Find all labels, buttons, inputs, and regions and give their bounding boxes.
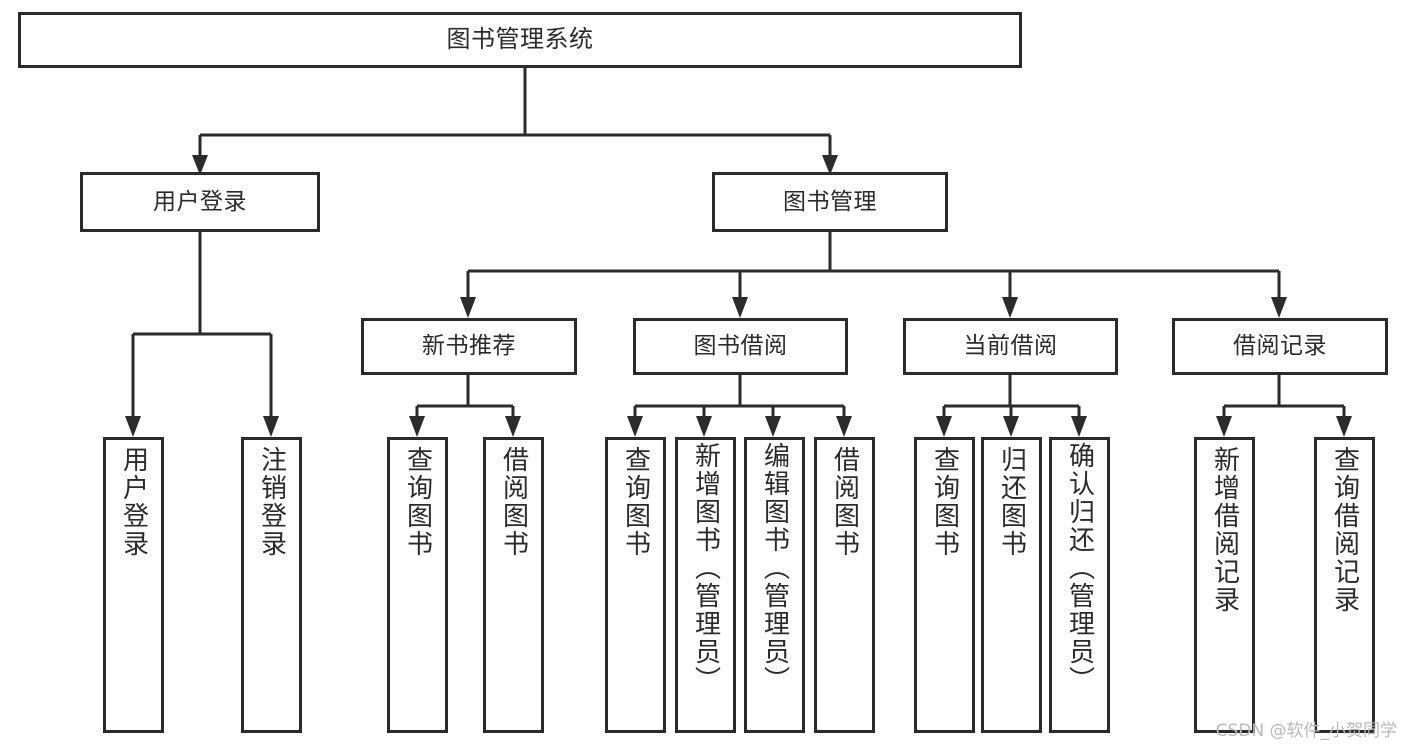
leaf-query-book-current[interactable]: 查询图书 [914, 437, 975, 733]
node-label: 图书管理系统 [446, 25, 594, 54]
node-root-book-management-system[interactable]: 图书管理系统 [18, 12, 1022, 68]
leaf-query-borrow-record[interactable]: 查询借阅记录 [1314, 437, 1375, 733]
node-label: 查询借阅记录 [1329, 446, 1360, 614]
node-label: 确认归还（管理员） [1064, 442, 1095, 694]
node-label: 用户登录 [153, 188, 247, 215]
node-label: 新增借阅记录 [1209, 446, 1240, 614]
node-label: 注销登录 [256, 446, 287, 558]
node-label: 新增图书（管理员） [690, 442, 721, 694]
node-current-borrow[interactable]: 当前借阅 [903, 318, 1118, 375]
node-label: 新书推荐 [422, 333, 516, 360]
node-label: 借阅记录 [1233, 333, 1327, 360]
node-user-login[interactable]: 用户登录 [80, 172, 320, 232]
leaf-query-book-recommend[interactable]: 查询图书 [387, 437, 448, 733]
node-label: 图书管理 [783, 188, 877, 215]
leaf-user-login[interactable]: 用户登录 [103, 437, 164, 733]
node-label: 查询图书 [402, 446, 433, 558]
node-label: 借阅图书 [829, 446, 860, 558]
leaf-edit-book-admin[interactable]: 编辑图书（管理员） [744, 437, 805, 733]
node-label: 借阅图书 [498, 446, 529, 558]
node-label: 用户登录 [118, 446, 149, 558]
node-book-borrow[interactable]: 图书借阅 [633, 318, 848, 375]
node-new-book-recommend[interactable]: 新书推荐 [361, 318, 577, 375]
node-label: 查询图书 [929, 446, 960, 558]
node-label: 当前借阅 [963, 333, 1058, 360]
node-label: 编辑图书（管理员） [759, 442, 790, 694]
node-borrow-record[interactable]: 借阅记录 [1172, 318, 1388, 375]
node-label: 图书借阅 [693, 333, 788, 360]
leaf-return-book[interactable]: 归还图书 [981, 437, 1042, 733]
leaf-confirm-return-admin[interactable]: 确认归还（管理员） [1049, 437, 1110, 733]
node-book-management[interactable]: 图书管理 [712, 172, 948, 232]
leaf-query-book-borrow[interactable]: 查询图书 [605, 437, 666, 733]
leaf-add-borrow-record[interactable]: 新增借阅记录 [1194, 437, 1255, 733]
leaf-add-book-admin[interactable]: 新增图书（管理员） [675, 437, 736, 733]
node-label: 归还图书 [996, 446, 1027, 558]
leaf-logout[interactable]: 注销登录 [241, 437, 302, 733]
node-label: 查询图书 [620, 446, 651, 558]
leaf-borrow-book[interactable]: 借阅图书 [814, 437, 875, 733]
leaf-borrow-book-recommend[interactable]: 借阅图书 [483, 437, 544, 733]
